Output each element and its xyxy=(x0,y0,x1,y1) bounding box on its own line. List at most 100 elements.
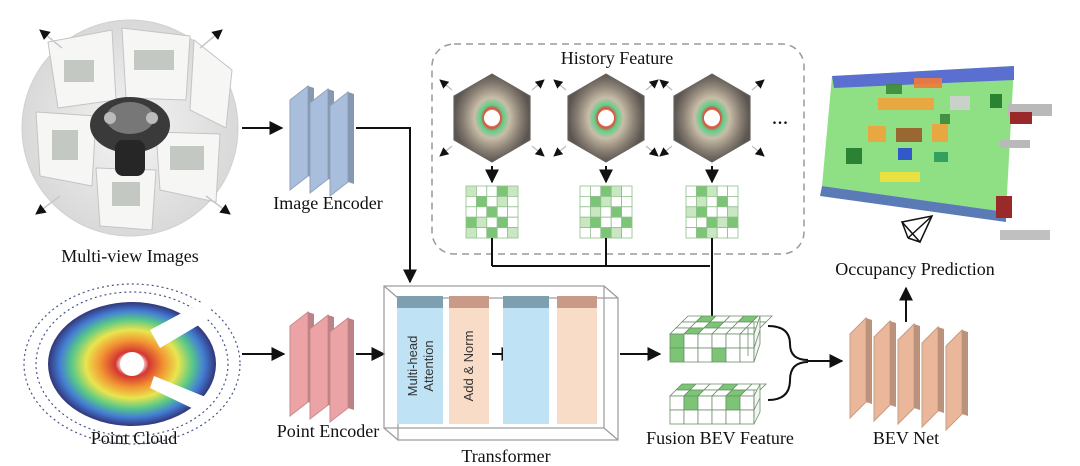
grid-cell xyxy=(696,185,708,197)
grid-cell xyxy=(590,216,602,228)
robot-icon xyxy=(90,97,170,176)
point-encoder-label: Point Encoder xyxy=(277,421,379,441)
grid-cell xyxy=(716,195,729,208)
transformer-block: Multi-head Attention Add & Norm Transfor… xyxy=(383,285,619,466)
cube-cell xyxy=(697,347,713,363)
grid-cell xyxy=(621,185,633,197)
attention-layer: Multi-head Attention xyxy=(397,296,443,424)
grid-cell xyxy=(579,195,591,208)
camera-frustum-icon xyxy=(900,214,934,244)
point-encoder-layer xyxy=(329,316,354,424)
grid-cell xyxy=(716,206,729,218)
cube-cell xyxy=(739,395,755,411)
cube-cell xyxy=(683,333,699,349)
grid-cell xyxy=(727,227,739,239)
bev-cube-side xyxy=(748,383,761,425)
grid-cell xyxy=(475,206,488,218)
grid-cell xyxy=(486,206,498,218)
bev-cube-front xyxy=(669,395,755,425)
cube-cell xyxy=(711,409,727,425)
grid-cell xyxy=(475,227,488,239)
grid-cell xyxy=(610,227,623,239)
grid-cell xyxy=(590,185,602,197)
point-cloud-label: Point Cloud xyxy=(91,428,178,448)
grid-cell xyxy=(579,227,591,239)
multi-head-label: Multi-head xyxy=(405,336,420,397)
bev-net-layer xyxy=(873,319,896,423)
view-direction-icon xyxy=(659,79,765,157)
bev-cube-top xyxy=(669,315,773,335)
grid-cell xyxy=(685,227,697,239)
grid-cell xyxy=(579,185,591,197)
point-encoder-block: Point Encoder xyxy=(277,310,379,441)
cube-cell xyxy=(697,395,713,411)
grid-cell xyxy=(727,216,739,228)
grid-cell xyxy=(507,195,519,208)
grid-cell xyxy=(621,216,633,228)
grid-cell xyxy=(496,195,509,208)
cube-cell xyxy=(669,333,685,349)
bev-net-label: BEV Net xyxy=(873,428,939,448)
grid-cell xyxy=(716,185,729,197)
grid-cell xyxy=(696,195,708,208)
grid-cell xyxy=(610,195,623,208)
add-norm-label: Add & Norm xyxy=(461,331,476,402)
add-norm-layer-2 xyxy=(557,296,597,424)
grid-cell xyxy=(706,185,718,197)
image-encoder-layer xyxy=(329,90,354,198)
arrow-image-encoder-to-transformer xyxy=(356,127,417,284)
cube-cell xyxy=(711,347,727,363)
history-bev-grid-3 xyxy=(685,185,739,239)
add-norm-layer: Add & Norm xyxy=(449,296,489,424)
history-feature-panel: History Feature ... xyxy=(431,43,805,255)
grid-cell xyxy=(716,227,729,239)
grid-cell xyxy=(475,216,488,228)
history-ellipsis: ... xyxy=(772,104,789,129)
grid-cell xyxy=(475,185,488,197)
occupancy-prediction-view: Occupancy Prediction xyxy=(820,66,1052,279)
history-connectors xyxy=(491,238,719,332)
multiview-images: Multi-view Images xyxy=(21,19,239,266)
grid-cell xyxy=(600,185,612,197)
bev-cube-front xyxy=(669,333,755,363)
grid-cell xyxy=(507,206,519,218)
grid-cell xyxy=(486,227,498,239)
grid-cell xyxy=(685,216,697,228)
history-frame-1 xyxy=(439,73,545,163)
grid-cell xyxy=(706,206,718,218)
image-encoder-block: Image Encoder xyxy=(273,84,383,213)
cube-cell xyxy=(711,333,727,349)
grid-cell xyxy=(685,206,697,218)
grid-cell xyxy=(496,227,509,239)
grid-cell xyxy=(621,206,633,218)
transformer-label: Transformer xyxy=(461,446,550,466)
cube-cell xyxy=(683,409,699,425)
cube-cell xyxy=(739,409,755,425)
attention-label: Attention xyxy=(421,340,436,391)
cube-cell xyxy=(725,409,741,425)
grid-cell xyxy=(706,195,718,208)
grid-cell xyxy=(610,206,623,218)
history-frame-2 xyxy=(553,73,659,163)
bev-net-block: BEV Net xyxy=(849,316,968,448)
cube-cell xyxy=(697,333,713,349)
history-bev-grid-2 xyxy=(579,185,633,239)
grid-cell xyxy=(486,216,498,228)
bev-net-layer xyxy=(921,325,944,429)
fusion-bev-feature: Fusion BEV Feature xyxy=(646,315,794,448)
grid-cell xyxy=(600,227,612,239)
cube-cell xyxy=(669,409,685,425)
grid-cell xyxy=(590,206,602,218)
grid-cell xyxy=(507,216,519,228)
grid-cell xyxy=(486,185,498,197)
grid-cell xyxy=(685,185,697,197)
grid-cell xyxy=(727,206,739,218)
grid-cell xyxy=(621,195,633,208)
grid-cell xyxy=(579,206,591,218)
bev-cube-side xyxy=(747,315,766,363)
history-bev-grid-1 xyxy=(465,185,519,239)
grid-cell xyxy=(465,206,477,218)
bev-net-layer xyxy=(849,316,872,420)
grid-cell xyxy=(507,227,519,239)
grid-cell xyxy=(696,227,708,239)
